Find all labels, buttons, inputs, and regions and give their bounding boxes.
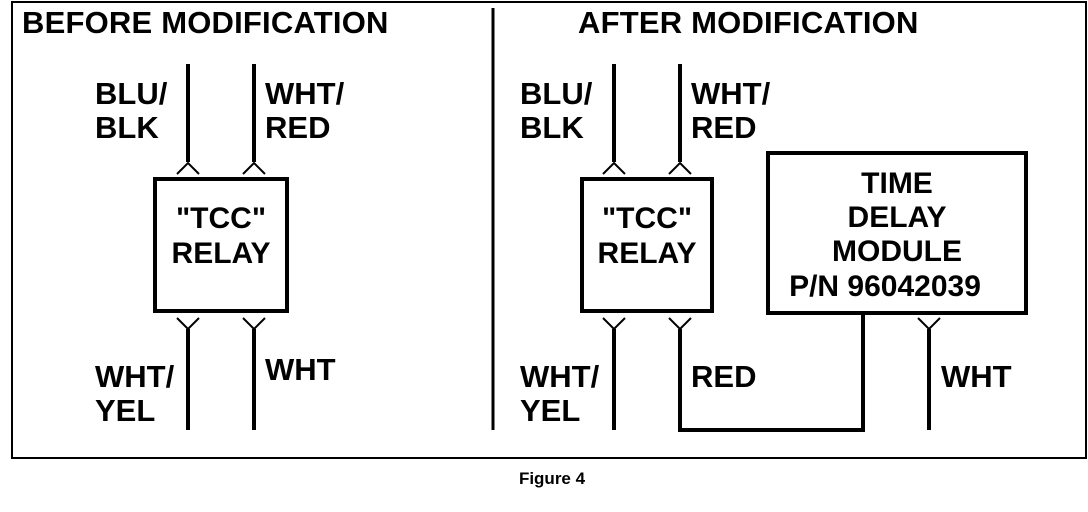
- after-top-left-connector-icon: [602, 161, 626, 175]
- before-top-left-label-1: BLU/: [95, 76, 168, 111]
- after-top-right-label-1: WHT/: [691, 76, 771, 111]
- after-top-right-connector-icon: [668, 161, 692, 175]
- after-bottom-left-connector-icon: [602, 317, 626, 331]
- before-bottom-left-label-1: WHT/: [95, 359, 175, 394]
- before-bottom-right-label: WHT: [265, 352, 336, 387]
- after-relay-label-1: "TCC": [602, 202, 692, 235]
- before-top-right-label-1: WHT/: [265, 76, 345, 111]
- before-relay-label-1: "TCC": [176, 202, 266, 235]
- before-tcc-relay-box: [153, 177, 289, 313]
- before-relay-label-2: RELAY: [172, 237, 271, 270]
- before-top-left-connector-icon: [176, 161, 200, 175]
- before-title: BEFORE MODIFICATION: [22, 5, 389, 40]
- module-label-4: P/N 96042039: [789, 270, 981, 303]
- red-wire-to-module: [678, 313, 865, 432]
- before-top-left-label-2: BLK: [95, 110, 159, 145]
- module-label-1: TIME: [861, 167, 933, 200]
- after-bottom-left-label-2: YEL: [520, 393, 580, 428]
- after-bottom-right-connector-icon: [917, 317, 941, 331]
- after-bottom-right-label: WHT: [941, 359, 1012, 394]
- diagram-frame: [11, 1, 1087, 459]
- after-tcc-relay-box: [580, 177, 714, 313]
- after-top-left-label-1: BLU/: [520, 76, 593, 111]
- after-bottom-mid-connector-icon: [668, 317, 692, 331]
- after-title: AFTER MODIFICATION: [578, 5, 919, 40]
- before-bottom-right-connector-icon: [242, 317, 266, 331]
- after-top-left-label-2: BLK: [520, 110, 584, 145]
- before-bottom-left-connector-icon: [176, 317, 200, 331]
- module-label-2: DELAY: [848, 201, 947, 234]
- after-relay-label-2: RELAY: [598, 237, 697, 270]
- before-top-right-connector-icon: [242, 161, 266, 175]
- figure-caption: Figure 4: [519, 469, 586, 488]
- after-top-right-label-2: RED: [691, 110, 756, 145]
- module-label-3: MODULE: [832, 235, 962, 268]
- after-bottom-left-label-1: WHT/: [520, 359, 600, 394]
- after-bottom-mid-label: RED: [691, 359, 756, 394]
- before-top-right-label-2: RED: [265, 110, 330, 145]
- before-bottom-left-label-2: YEL: [95, 393, 155, 428]
- time-delay-module-box: [766, 151, 1028, 315]
